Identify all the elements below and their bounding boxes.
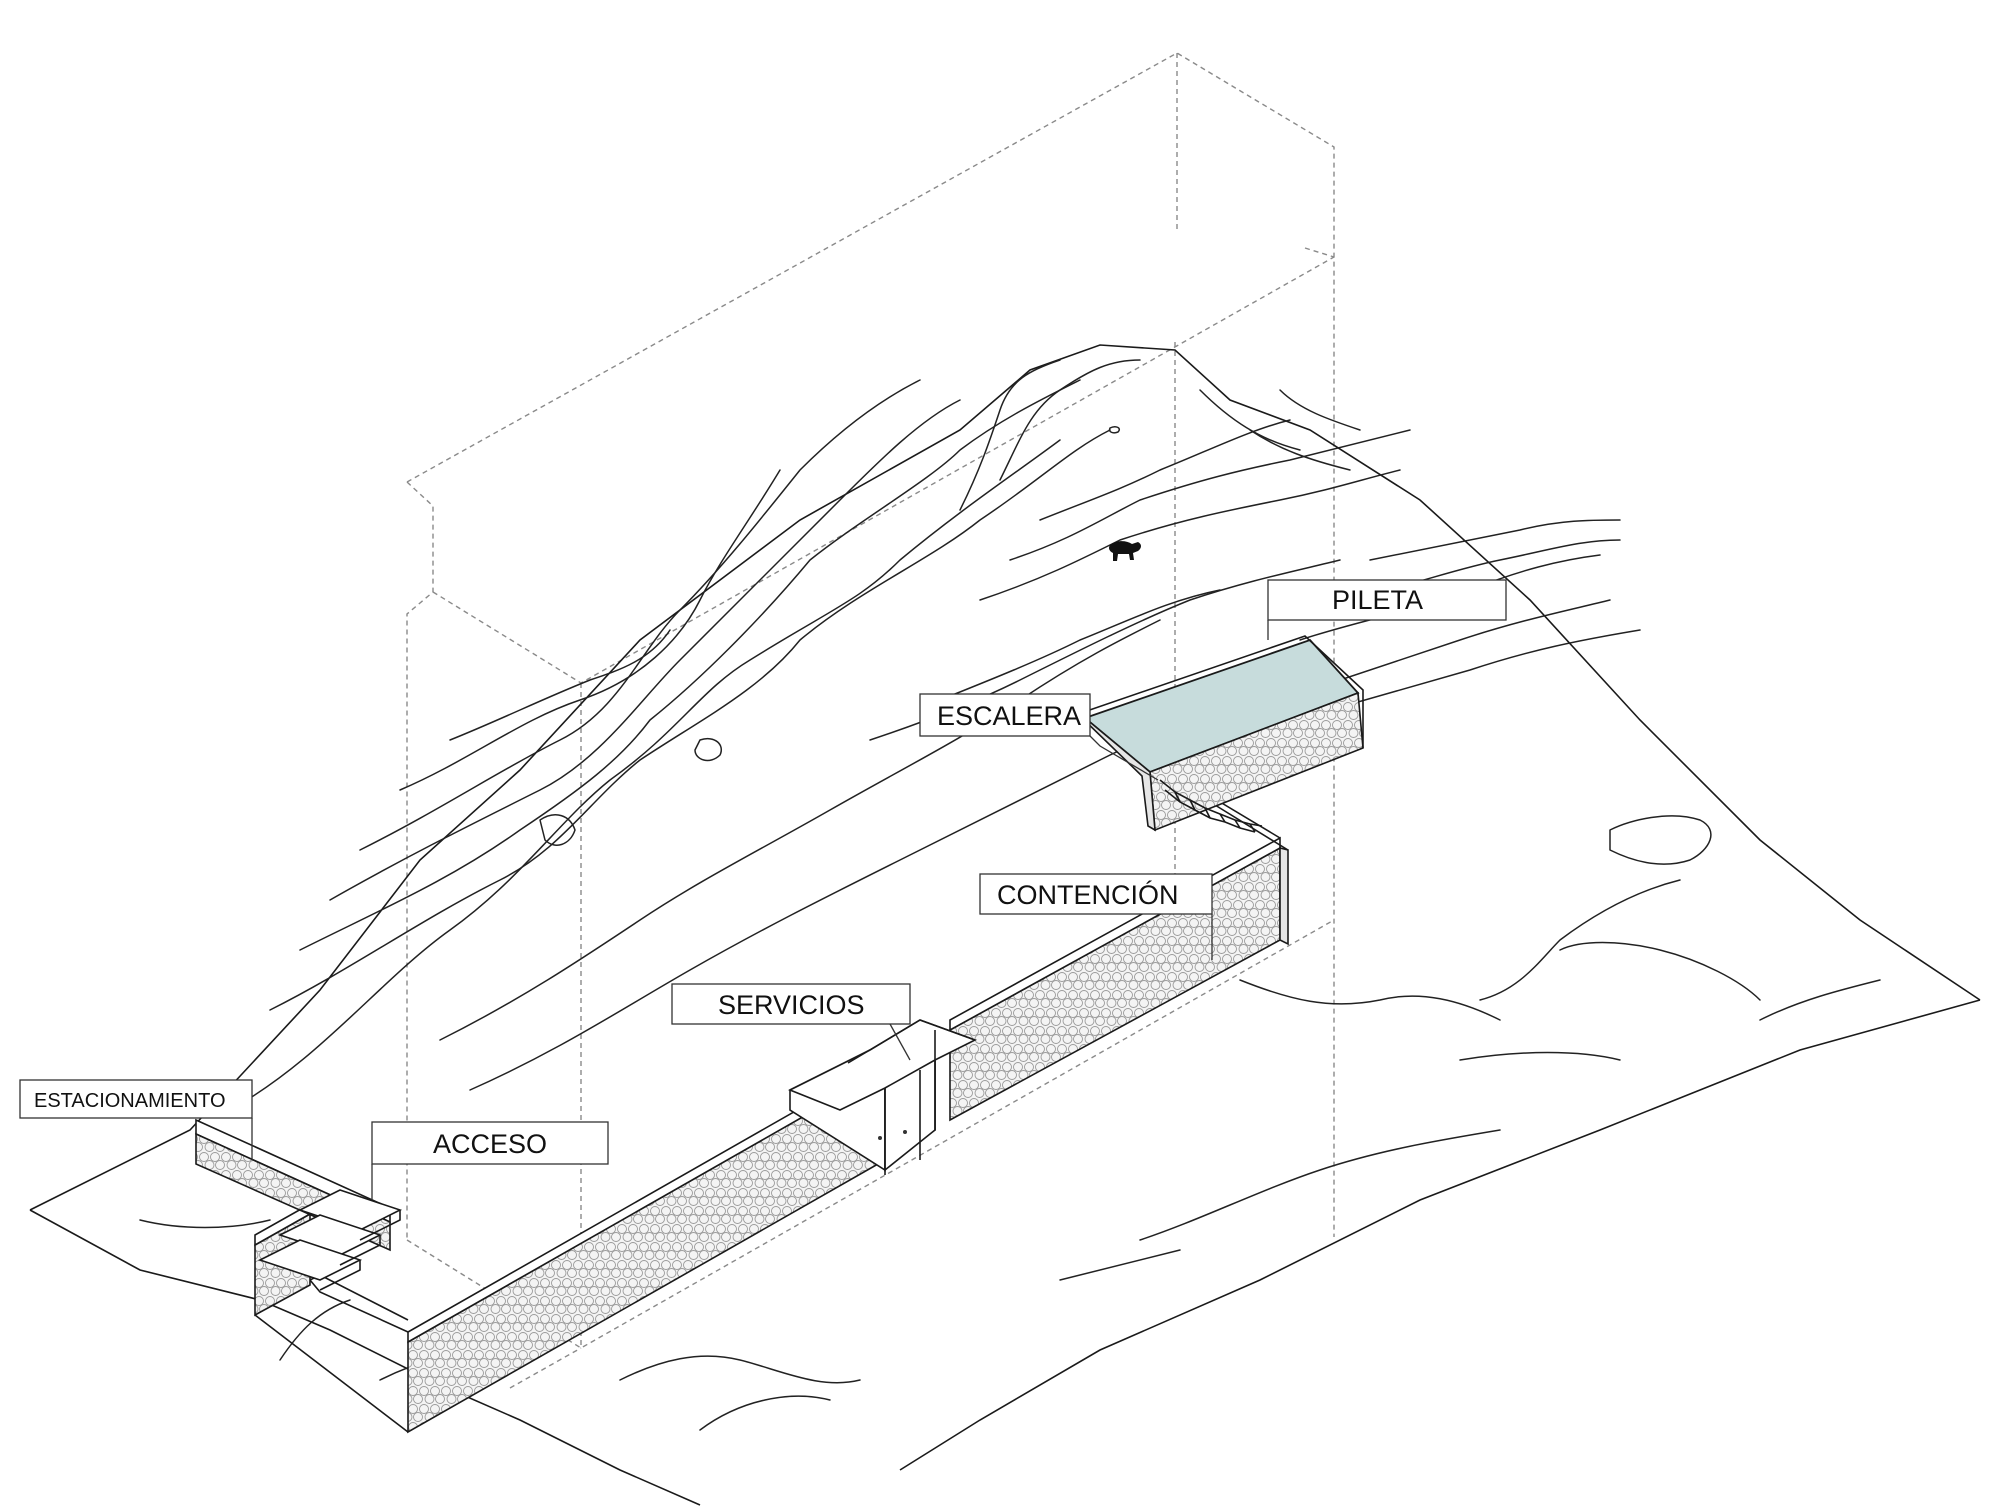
label-contencion: CONTENCIÓN — [979, 873, 1213, 960]
label-estacionamiento: ESTACIONAMIENTO — [19, 1079, 253, 1160]
label-contencion-text: CONTENCIÓN — [997, 879, 1179, 910]
pool-stairs — [1159, 779, 1263, 833]
terrain — [29, 344, 1981, 1506]
services-block — [788, 1019, 978, 1175]
label-pileta: PILETA — [1267, 579, 1507, 640]
label-acceso-text: ACCESO — [433, 1129, 547, 1159]
label-escalera-text: ESCALERA — [937, 701, 1081, 731]
label-estacionamiento-text: ESTACIONAMIENTO — [34, 1090, 226, 1112]
label-servicios: SERVICIOS — [671, 983, 911, 1061]
access-steps — [257, 1189, 403, 1291]
label-escalera: ESCALERA — [919, 693, 1159, 781]
label-pileta-text: PILETA — [1332, 585, 1423, 615]
retaining-walls — [195, 709, 1289, 1434]
label-servicios-text: SERVICIOS — [718, 990, 865, 1020]
dog-icon — [1109, 541, 1141, 561]
pool — [1077, 635, 1364, 833]
label-acceso: ACCESO — [371, 1121, 609, 1200]
